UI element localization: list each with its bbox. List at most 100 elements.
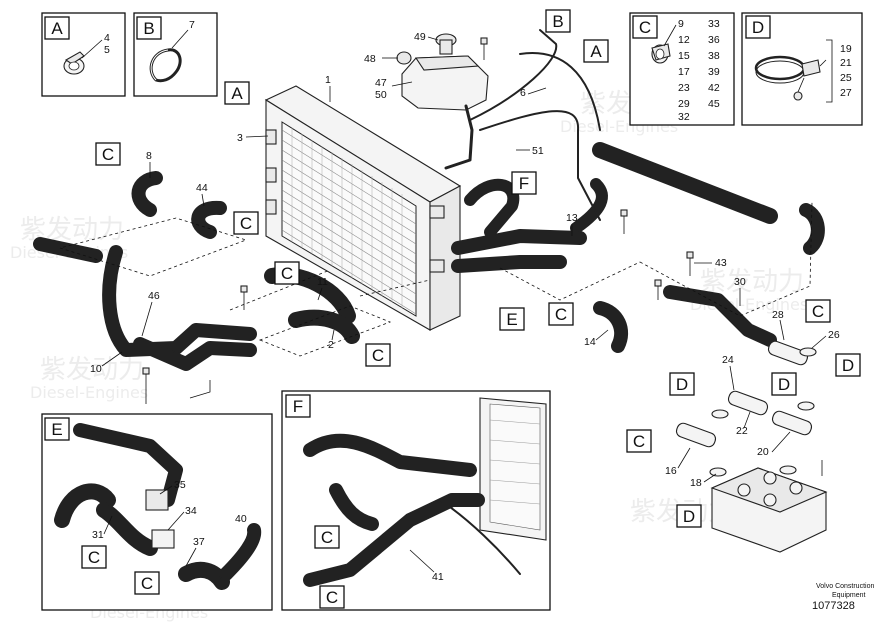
small-hardware <box>142 37 694 404</box>
cable-tie-icon <box>149 48 182 83</box>
tag-c-main-7: C <box>626 429 652 453</box>
callout-30: 30 <box>734 276 746 288</box>
tag-d-main-1: D <box>835 353 861 377</box>
callout-37: 37 <box>193 536 205 548</box>
svg-text:D: D <box>842 356 854 375</box>
svg-text:C: C <box>555 305 567 324</box>
svg-text:D: D <box>683 507 695 526</box>
dashed-guides <box>58 201 813 357</box>
legend-c-29: 29 <box>678 98 690 110</box>
callout-11: 11 <box>317 276 328 288</box>
svg-text:C: C <box>326 588 338 607</box>
svg-text:D: D <box>752 18 764 37</box>
legend-c-36: 36 <box>708 34 720 46</box>
legend-d-21: 21 <box>840 57 852 69</box>
tag-e-detail: E <box>44 417 70 441</box>
tag-e-main: E <box>499 307 525 331</box>
callout-3: 3 <box>237 132 243 144</box>
svg-text:F: F <box>519 174 529 193</box>
tag-c-main-5: C <box>548 302 574 326</box>
svg-text:C: C <box>812 302 824 321</box>
svg-text:D: D <box>676 375 688 394</box>
legend-box-c: C 9 12 15 17 23 29 32 33 36 38 39 42 45 <box>629 12 735 126</box>
p-clamp-d-icon <box>754 55 821 101</box>
footer-doc-number: 1077328 <box>812 600 855 612</box>
tag-c-legend: C <box>632 15 658 39</box>
callout-14: 14 <box>584 336 596 348</box>
callout-26: 26 <box>828 329 840 341</box>
legend-d-27: 27 <box>840 87 852 99</box>
tag-c-main-4: C <box>365 343 391 367</box>
svg-text:C: C <box>141 574 153 593</box>
callout-43: 43 <box>715 257 727 269</box>
tag-d-main-3: D <box>771 372 797 396</box>
oil-cooler-group <box>675 340 828 553</box>
callout-8: 8 <box>146 150 152 162</box>
callout-35: 35 <box>174 479 186 491</box>
radiator-core-fins <box>281 128 417 315</box>
detail-box-f: F 41 C C <box>281 390 551 611</box>
tag-d-main-4: D <box>676 504 702 528</box>
legend-d-25: 25 <box>840 72 852 84</box>
detail-box-a: A 4 5 <box>41 12 126 97</box>
callout-5: 5 <box>104 44 110 56</box>
footer-company-line2: Equipment <box>832 592 866 599</box>
callout-2: 2 <box>328 339 334 351</box>
callout-34: 34 <box>185 505 197 517</box>
callout-31: 31 <box>92 529 104 541</box>
legend-c-42: 42 <box>708 82 720 94</box>
svg-text:C: C <box>372 346 384 365</box>
svg-text:D: D <box>778 375 790 394</box>
legend-c-32: 32 <box>678 111 690 123</box>
tag-c-f-2: C <box>319 585 345 609</box>
legend-d-19: 19 <box>840 43 852 55</box>
tag-c-e-1: C <box>81 545 107 569</box>
legend-c-45: 45 <box>708 98 720 110</box>
callout-16: 16 <box>665 465 677 477</box>
tag-f-detail: F <box>285 394 311 418</box>
tag-c-main-3: C <box>274 261 300 285</box>
svg-text:E: E <box>51 420 62 439</box>
callout-6: 6 <box>520 87 526 99</box>
watermark-en-4: Diesel-Engines <box>30 383 148 402</box>
svg-text:A: A <box>231 84 243 103</box>
tag-f-main: F <box>511 171 537 195</box>
svg-text:A: A <box>51 19 63 38</box>
legend-c-23: 23 <box>678 82 690 94</box>
callout-28: 28 <box>772 309 784 321</box>
callout-24: 24 <box>722 354 734 366</box>
legend-c-39: 39 <box>708 66 720 78</box>
tag-c-main-1: C <box>95 142 121 166</box>
main-callouts: 1 3 8 44 11 2 46 10 48 49 47 50 6 51 13 … <box>90 31 840 489</box>
callout-10: 10 <box>90 363 102 375</box>
legend-c-38: 38 <box>708 50 720 62</box>
svg-text:A: A <box>590 42 602 61</box>
callout-22: 22 <box>736 425 748 437</box>
callout-48: 48 <box>364 53 376 65</box>
legend-c-15: 15 <box>678 50 690 62</box>
callout-18: 18 <box>690 477 702 489</box>
hose-network <box>33 29 778 371</box>
legend-c-9: 9 <box>678 18 684 30</box>
svg-text:C: C <box>633 432 645 451</box>
callout-1: 1 <box>325 74 331 86</box>
hose-clamp-c-icon <box>651 43 671 64</box>
legend-c-33: 33 <box>708 18 720 30</box>
svg-text:C: C <box>240 214 252 233</box>
svg-text:F: F <box>293 397 303 416</box>
callout-44: 44 <box>196 182 208 194</box>
tag-c-main-2: C <box>233 211 259 235</box>
callout-50: 50 <box>375 89 387 101</box>
tag-a-main-2: A <box>583 39 609 63</box>
callout-47: 47 <box>375 77 387 89</box>
footer-company-line1: Volvo Construction <box>816 583 875 590</box>
watermark-cn-4: 紫发动力 <box>40 355 144 385</box>
tag-d-main-2: D <box>669 372 695 396</box>
svg-text:C: C <box>639 18 651 37</box>
tag-a-main: A <box>224 81 250 105</box>
watermark-cn-2: 紫发动力 <box>700 267 804 297</box>
detail-box-e: E 35 34 31 37 40 C C <box>41 413 273 611</box>
tag-b-detail: B <box>136 16 162 40</box>
svg-text:E: E <box>506 310 517 329</box>
